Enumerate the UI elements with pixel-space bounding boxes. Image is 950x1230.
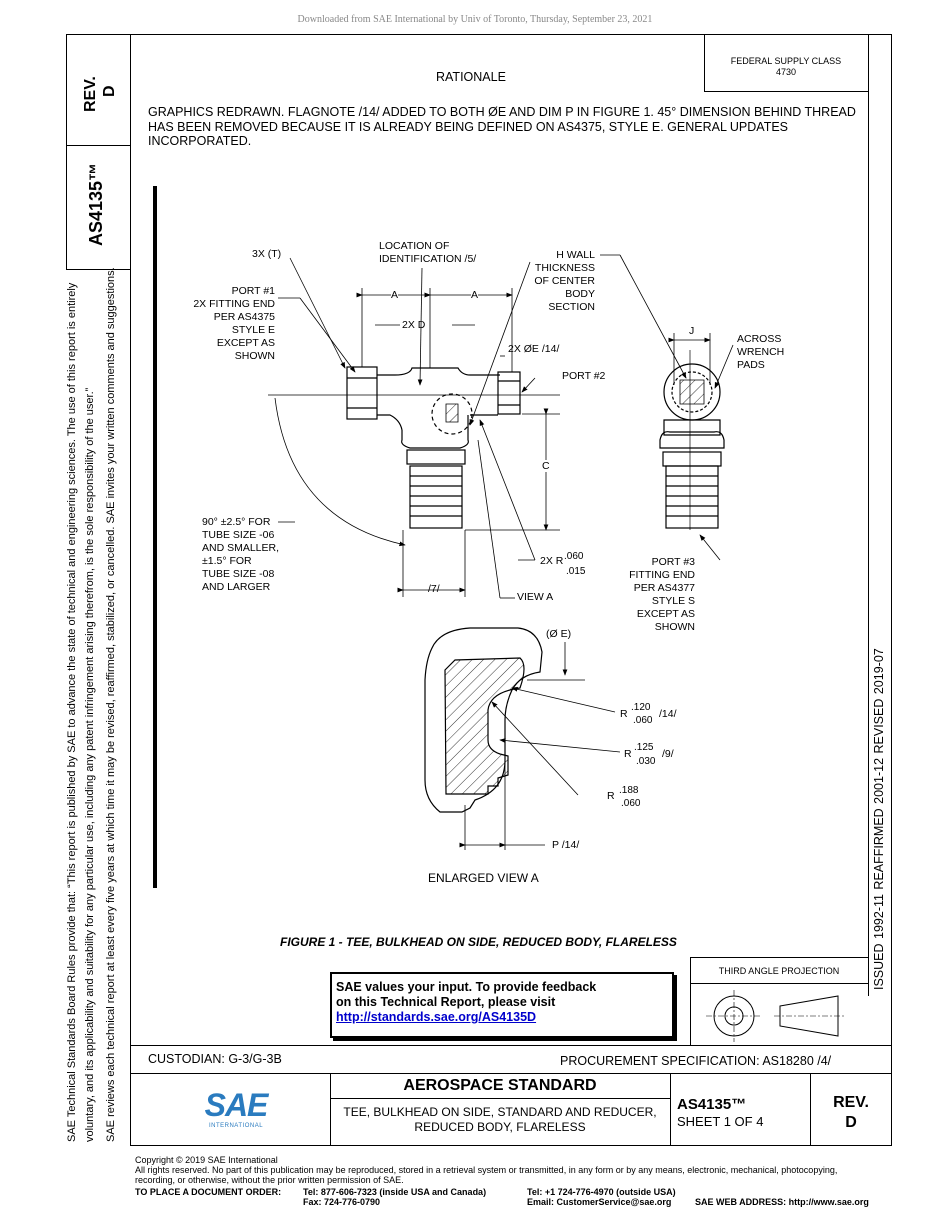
- title-sheet: SHEET 1 OF 4: [677, 1114, 764, 1129]
- label-angle-2: TUBE SIZE -06: [202, 529, 275, 541]
- label-port1-3: PER AS4375: [213, 311, 275, 323]
- label-port1-1: PORT #1: [231, 285, 275, 297]
- sae-logo-sub: INTERNATIONAL: [208, 1123, 264, 1129]
- procurement-spec: PROCUREMENT SPECIFICATION: AS18280 /4/: [560, 1054, 832, 1068]
- label-2xr-top: .060: [564, 551, 584, 562]
- supply-class-box: [704, 34, 868, 92]
- title-rev-label: REV.: [833, 1094, 869, 1111]
- label-port1-5: EXCEPT AS: [216, 337, 275, 349]
- title-rev-value: D: [845, 1114, 857, 1131]
- label-angle-4: ±1.5° FOR: [202, 555, 252, 567]
- label-across-1: ACROSS: [737, 333, 782, 345]
- footer-web[interactable]: SAE WEB ADDRESS: http://www.sae.org: [695, 1197, 869, 1207]
- label-angle-6: AND LARGER: [202, 581, 271, 593]
- label-h-3: OF CENTER: [534, 275, 595, 287]
- supply-class-label: FEDERAL SUPPLY CLASS: [730, 56, 842, 66]
- title-desc-1: TEE, BULKHEAD ON SIDE, STANDARD AND REDU…: [343, 1105, 657, 1119]
- label-h-2: THICKNESS: [534, 262, 595, 274]
- figure-caption: FIGURE 1 - TEE, BULKHEAD ON SIDE, REDUCE…: [280, 935, 677, 949]
- label-dim-a1: A: [391, 289, 399, 301]
- label-across-3: PADS: [737, 359, 765, 371]
- label-dim-e: (Ø E): [546, 628, 572, 640]
- label-h-1: H WALL: [556, 249, 595, 261]
- label-dim-j: J: [689, 325, 695, 337]
- label-2xr-bot: .015: [566, 566, 586, 577]
- supply-class-value: 4730: [775, 67, 797, 77]
- label-r1: R: [620, 708, 628, 720]
- label-r2: R: [624, 748, 632, 760]
- label-h-4: BODY: [565, 288, 595, 300]
- label-angle-3: AND SMALLER,: [202, 542, 280, 554]
- label-enlarged-view: ENLARGED VIEW A: [428, 871, 539, 885]
- feedback-line1: SAE values your input. To provide feedba…: [336, 980, 597, 994]
- label-dim-c: C: [542, 460, 550, 472]
- label-dim-a2: A: [471, 289, 479, 301]
- footer-email[interactable]: Email: CustomerService@sae.org: [527, 1197, 672, 1207]
- label-port2: PORT #2: [562, 370, 606, 382]
- rationale-text: GRAPHICS REDRAWN. FLAGNOTE /14/ ADDED TO…: [148, 105, 856, 148]
- label-r2-bot: .030: [636, 756, 656, 767]
- label-angle-1: 90° ±2.5° FOR: [202, 516, 271, 528]
- sae-logo: SAE INTERNATIONAL: [196, 1088, 276, 1136]
- footer-rights-1: All rights reserved. No part of this pub…: [135, 1165, 838, 1175]
- download-watermark: Downloaded from SAE International by Uni…: [297, 14, 653, 25]
- label-port1-6: SHOWN: [234, 350, 275, 362]
- projection-symbol: [706, 990, 846, 1042]
- footer-fax: Fax: 724-776-0790: [303, 1197, 381, 1207]
- label-dim-2xd: 2X D: [402, 319, 426, 331]
- label-view-a: VIEW A: [517, 591, 554, 603]
- label-port3-1: PORT #3: [651, 556, 695, 568]
- label-location-1: LOCATION OF: [379, 240, 450, 252]
- label-dim-p: P /14/: [552, 839, 580, 851]
- label-2xr: 2X R: [540, 555, 564, 567]
- title-desc-2: REDUCED BODY, FLARELESS: [414, 1120, 586, 1134]
- footer-copyright: Copyright © 2019 SAE International: [135, 1155, 278, 1165]
- label-r3-top: .188: [619, 785, 639, 796]
- sae-logo-text: SAE: [204, 1087, 269, 1123]
- label-dim-7: /7/: [428, 583, 440, 595]
- label-r1-flag: /14/: [659, 708, 677, 720]
- feedback-box: SAE values your input. To provide feedba…: [330, 972, 674, 1038]
- label-port3-5: EXCEPT AS: [636, 608, 695, 620]
- label-dim-2xe: 2X ØE /14/: [508, 343, 560, 355]
- label-port3-6: SHOWN: [654, 621, 695, 633]
- projection-box: [690, 957, 868, 1045]
- footer-tel-1: Tel: 877-606-7323 (inside USA and Canada…: [303, 1187, 487, 1197]
- label-r3-bot: .060: [621, 798, 641, 809]
- label-port3-3: PER AS4377: [633, 582, 695, 594]
- title-heading: AEROSPACE STANDARD: [403, 1077, 597, 1094]
- label-r1-top: .120: [631, 702, 651, 713]
- side-id-block: [66, 34, 131, 270]
- custodian: CUSTODIAN: G-3/G-3B: [148, 1052, 282, 1066]
- page-frame: [130, 34, 892, 1146]
- label-location-2: IDENTIFICATION /5/: [379, 253, 477, 265]
- rationale-heading: RATIONALE: [436, 70, 506, 84]
- change-bar: [153, 186, 157, 888]
- footer-order-label: TO PLACE A DOCUMENT ORDER:: [135, 1187, 282, 1197]
- label-port3-4: STYLE S: [651, 595, 695, 607]
- title-doc-id: AS4135™: [677, 1096, 747, 1113]
- label-port1-4: STYLE E: [231, 324, 275, 336]
- feedback-link[interactable]: http://standards.sae.org/AS4135D: [336, 1010, 537, 1024]
- label-r2-top: .125: [634, 742, 654, 753]
- label-angle-5: TUBE SIZE -08: [202, 568, 275, 580]
- label-h-5: SECTION: [548, 301, 595, 313]
- projection-label: THIRD ANGLE PROJECTION: [718, 966, 840, 976]
- label-r2-flag: /9/: [662, 748, 674, 760]
- feedback-line2: on this Technical Report, please visit: [336, 995, 556, 1009]
- label-port3-2: FITTING END: [629, 569, 695, 581]
- label-across-2: WRENCH: [737, 346, 785, 358]
- label-3xt: 3X (T): [252, 248, 282, 260]
- footer-rights-2: recording, or otherwise, without the pri…: [135, 1175, 404, 1185]
- label-r3: R: [607, 790, 615, 802]
- footer-tel-2: Tel: +1 724-776-4970 (outside USA): [527, 1187, 676, 1197]
- label-port1-2: 2X FITTING END: [193, 298, 275, 310]
- label-r1-bot: .060: [633, 715, 653, 726]
